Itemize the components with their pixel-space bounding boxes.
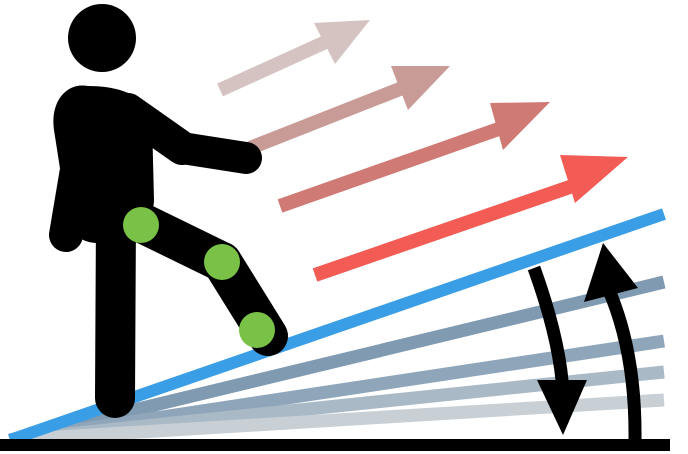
walking-person-icon — [49, 4, 288, 418]
joint-markers — [123, 207, 275, 348]
head — [68, 4, 136, 72]
leg-back — [95, 195, 136, 418]
joint-marker-ankle — [239, 312, 275, 348]
arrow-down-curved-icon — [527, 265, 587, 435]
joint-marker-knee — [204, 244, 240, 280]
angle-arrows — [527, 243, 642, 441]
flow-arrow-1 — [217, 20, 370, 97]
forearm-front — [166, 132, 262, 174]
flow-arrow-2 — [247, 66, 450, 155]
flow-arrow-4 — [312, 155, 628, 282]
flow-arrows — [217, 20, 628, 282]
joint-marker-hip — [123, 207, 159, 243]
arm-back — [49, 123, 99, 252]
flow-arrow-3 — [277, 102, 550, 213]
arrow-up-curved-icon — [584, 243, 642, 441]
